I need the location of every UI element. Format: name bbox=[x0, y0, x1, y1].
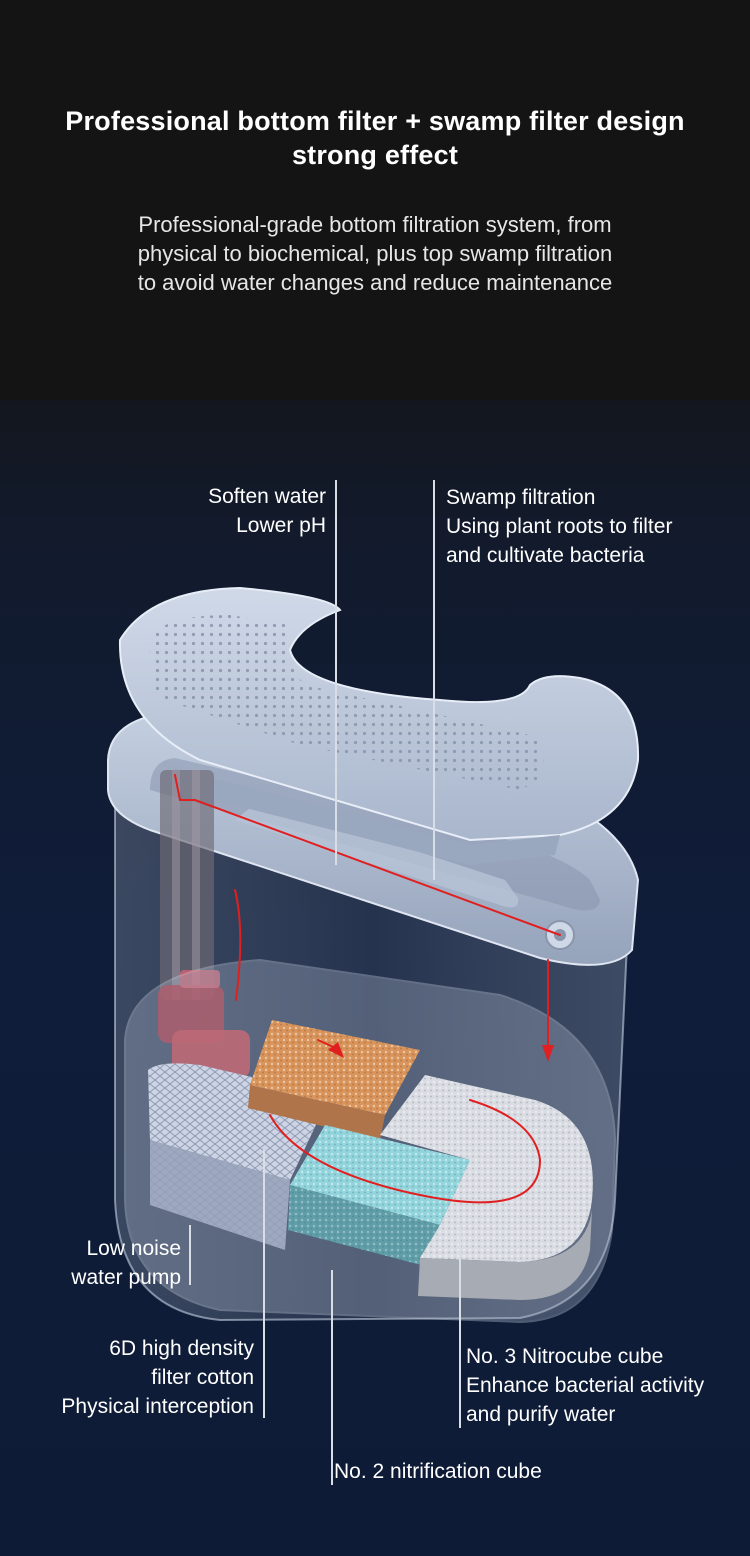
callout-cotton-line-1: 6D high density bbox=[109, 1337, 254, 1360]
leader-line-nitrification bbox=[331, 1270, 333, 1485]
water-flow-path bbox=[174, 774, 561, 1204]
callout-water-pump: Low noise water pump bbox=[20, 1234, 181, 1292]
swamp-filter-lid bbox=[118, 586, 640, 865]
callout-pump-line-2: water pump bbox=[71, 1266, 181, 1289]
header-panel: Professional bottom filter + swamp filte… bbox=[0, 0, 750, 400]
callout-nitrification-line-1: No. 2 nitrification cube bbox=[334, 1460, 542, 1483]
callout-filter-cotton: 6D high density filter cotton Physical i… bbox=[10, 1334, 254, 1421]
callout-swamp-line-3: and cultivate bacteria bbox=[446, 544, 645, 567]
callout-nitrification-cube: No. 2 nitrification cube bbox=[334, 1457, 634, 1486]
subtitle-line-2: physical to biochemical, plus top swamp … bbox=[137, 241, 613, 266]
callout-swamp-line-1: Swamp filtration bbox=[446, 486, 596, 509]
page-title-line-2: strong effect bbox=[291, 140, 459, 170]
subtitle-line-3: to avoid water changes and reduce mainte… bbox=[137, 270, 613, 295]
page-title-line-1: Professional bottom filter + swamp filte… bbox=[65, 106, 685, 136]
leader-line-soften bbox=[335, 480, 337, 865]
leader-line-cotton bbox=[263, 1150, 265, 1418]
flow-arrow-heads bbox=[328, 1042, 554, 1062]
leader-line-swamp bbox=[433, 480, 435, 880]
leader-line-nitrocube bbox=[459, 1225, 461, 1428]
callout-pump-line-1: Low noise bbox=[86, 1237, 181, 1260]
callout-cotton-line-3: Physical interception bbox=[61, 1395, 254, 1418]
white-nitrocube bbox=[380, 1075, 593, 1300]
callout-nitrocube-line-2: Enhance bacterial activity bbox=[466, 1374, 705, 1397]
callout-soften-water: Soften water Lower pH bbox=[140, 482, 326, 540]
leader-line-pump bbox=[189, 1225, 191, 1285]
callout-soften-line-1: Soften water bbox=[208, 485, 326, 508]
callout-nitrocube: No. 3 Nitrocube cube Enhance bacterial a… bbox=[466, 1342, 746, 1429]
cyan-nitrification-cube bbox=[288, 1125, 470, 1270]
orange-filter-cube bbox=[248, 1020, 420, 1140]
subtitle-line-1: Professional-grade bottom filtration sys… bbox=[138, 212, 612, 237]
callout-swamp-filtration: Swamp filtration Using plant roots to fi… bbox=[446, 483, 746, 570]
callout-soften-line-2: Lower pH bbox=[236, 514, 326, 537]
callout-nitrocube-line-1: No. 3 Nitrocube cube bbox=[466, 1345, 664, 1368]
callout-swamp-line-2: Using plant roots to filter bbox=[446, 515, 673, 538]
callout-nitrocube-line-3: and purify water bbox=[466, 1403, 616, 1426]
callout-cotton-line-2: filter cotton bbox=[151, 1366, 254, 1389]
